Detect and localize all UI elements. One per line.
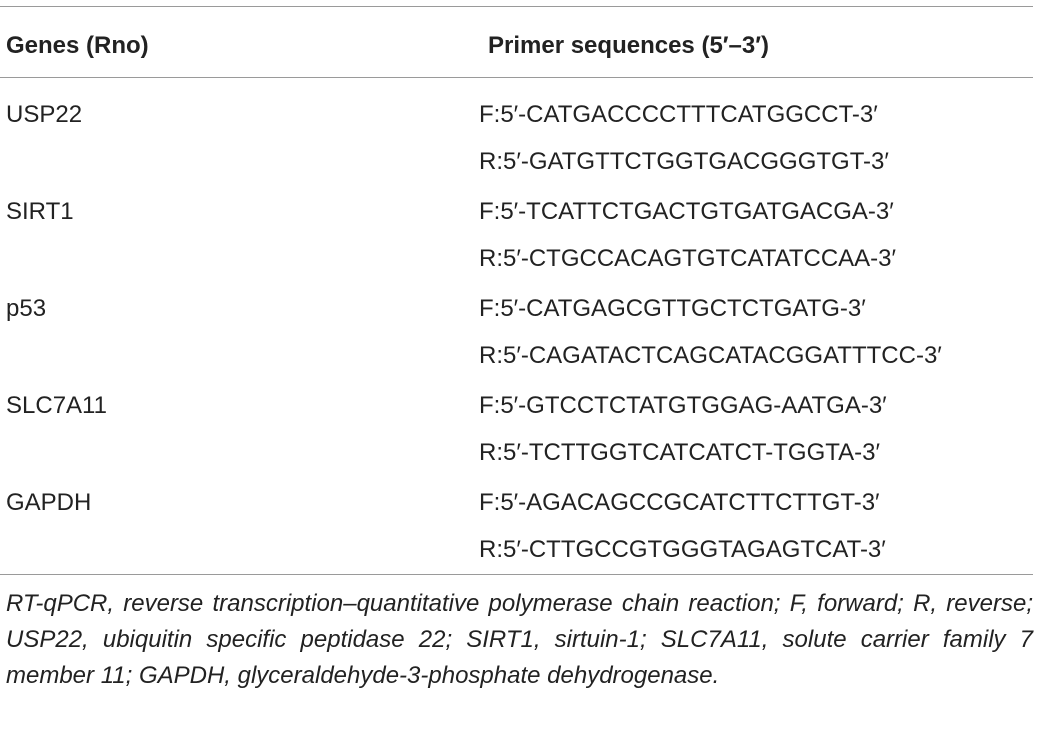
gene-name: SLC7A11 [6,392,107,419]
table-row: SLC7A11 F:5′-GTCCTCTATGTGGAG-AATGA-3′ R:… [0,369,1039,466]
table-row: p53 F:5′-CATGAGCGTTGCTCTGATG-3′ R:5′-CAG… [0,272,1039,369]
table-row: USP22 F:5′-CATGACCCCTTTCATGGCCT-3′ R:5′-… [0,78,1039,175]
table-body: USP22 F:5′-CATGACCCCTTTCATGGCCT-3′ R:5′-… [0,78,1039,563]
table-header-row: Genes (Rno) Primer sequences (5′–3′) [0,6,1039,77]
header-primer-sequences: Primer sequences (5′–3′) [488,32,769,59]
forward-primer: F:5′-CATGAGCGTTGCTCTGATG-3′ [479,295,866,322]
forward-primer: F:5′-TCATTCTGACTGTGATGACGA-3′ [479,198,894,225]
reverse-primer: R:5′-CTTGCCGTGGGTAGAGTCAT-3′ [479,536,886,563]
gene-name: USP22 [6,101,83,128]
gene-name: p53 [6,295,47,322]
table-row: SIRT1 F:5′-TCATTCTGACTGTGATGACGA-3′ R:5′… [0,175,1039,272]
reverse-primer: R:5′-TCTTGGTCATCATCT-TGGTA-3′ [479,439,880,466]
forward-primer: F:5′-GTCCTCTATGTGGAG-AATGA-3′ [479,392,887,419]
reverse-primer: R:5′-GATGTTCTGGTGACGGGTGT-3′ [479,148,889,175]
header-genes: Genes (Rno) [6,32,149,59]
forward-primer: F:5′-AGACAGCCGCATCTTCTTGT-3′ [479,489,880,516]
table-footnote: RT-qPCR, reverse transcription–quantitat… [6,590,1033,689]
table-row: GAPDH F:5′-AGACAGCCGCATCTTCTTGT-3′ R:5′-… [0,466,1039,563]
table-bottom-rule [0,574,1033,575]
table-header-rule [0,77,1033,78]
table-top-rule [0,6,1033,7]
gene-name: GAPDH [6,489,92,516]
reverse-primer: R:5′-CAGATACTCAGCATACGGATTTCC-3′ [479,342,942,369]
gene-name: SIRT1 [6,198,74,225]
reverse-primer: R:5′-CTGCCACAGTGTCATATCCAA-3′ [479,245,897,272]
forward-primer: F:5′-CATGACCCCTTTCATGGCCT-3′ [479,101,878,128]
